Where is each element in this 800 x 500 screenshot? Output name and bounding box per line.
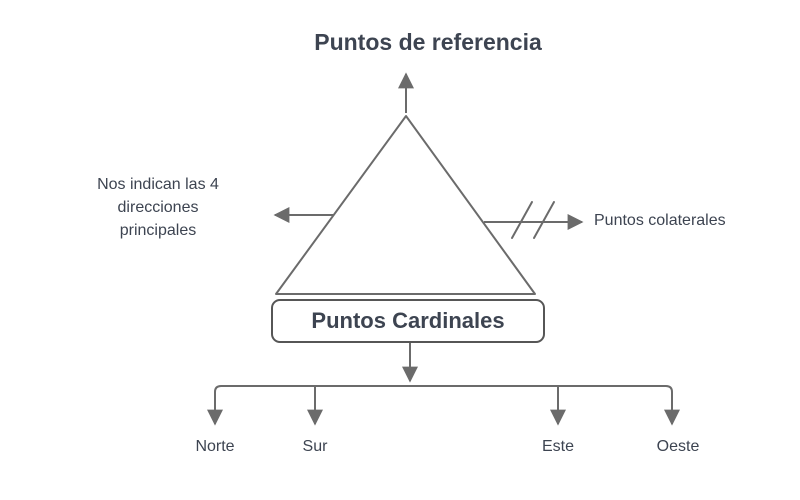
triangle-shape	[275, 115, 536, 295]
cardinal-label-norte: Norte	[195, 438, 235, 455]
cardinal-label-este: Este	[541, 438, 574, 455]
puntos-cardinales-box: Puntos Cardinales	[271, 299, 545, 343]
double-slash-icon	[511, 201, 555, 239]
puntos-cardinales-label: Puntos Cardinales	[311, 308, 505, 333]
left-note-text: Nos indican las 4 direcciones principale…	[97, 176, 219, 239]
cardinal-label-oeste: Oeste	[656, 438, 700, 455]
page-title: Puntos de referencia	[314, 29, 542, 55]
cardinal-label-sur: Sur	[302, 438, 328, 455]
right-label-text: Puntos colaterales	[594, 212, 726, 229]
branch-connector	[214, 385, 673, 400]
